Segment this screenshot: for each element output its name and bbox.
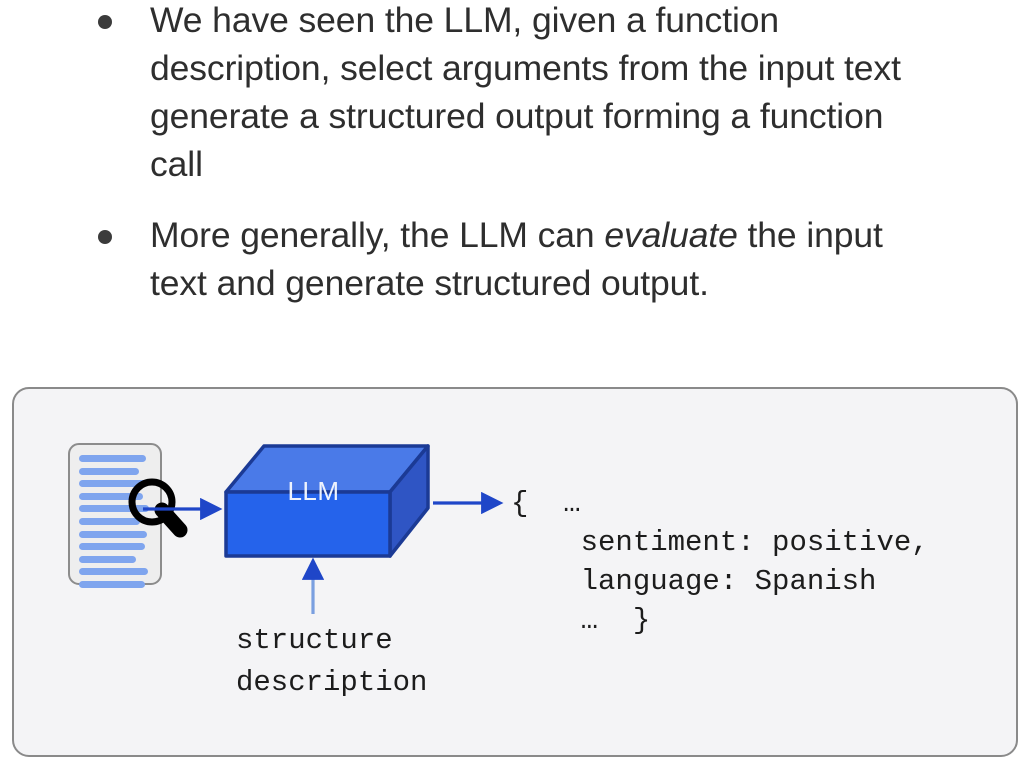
document-text-line [79,580,146,588]
bullet-item-1: We have seen the LLM, given a function d… [0,0,1031,188]
bullet-list: We have seen the LLM, given a function d… [0,0,1031,307]
bullet-dot-icon [98,230,112,244]
document-text-line [79,492,144,500]
llm-box-front-face [224,490,392,558]
document-text-line [79,467,139,475]
structure-description-label: structure description [236,624,428,699]
bullet-dot-icon [98,15,112,29]
structured-output-text: { … sentiment: positive, language: Spani… [511,487,929,637]
document-text-line [79,555,136,563]
bullet-item-2-text: More generally, the LLM can evaluate the… [150,215,883,303]
input-document-icon [68,443,162,588]
emphasis-word: evaluate [604,215,738,255]
diagram-panel [12,387,1018,757]
document-text-line [79,517,141,525]
document-text-line [79,543,145,551]
document-text-line [79,568,148,576]
bullet-item-1-text: We have seen the LLM, given a function d… [150,0,901,184]
document-text-line [79,455,147,462]
bullet-item-2: More generally, the LLM can evaluate the… [0,211,1031,307]
llm-box [224,444,430,558]
document-text-line [79,530,147,538]
document-text-line [79,505,150,513]
diagram-panel-inner [14,389,1016,755]
document-text-line [79,480,149,488]
